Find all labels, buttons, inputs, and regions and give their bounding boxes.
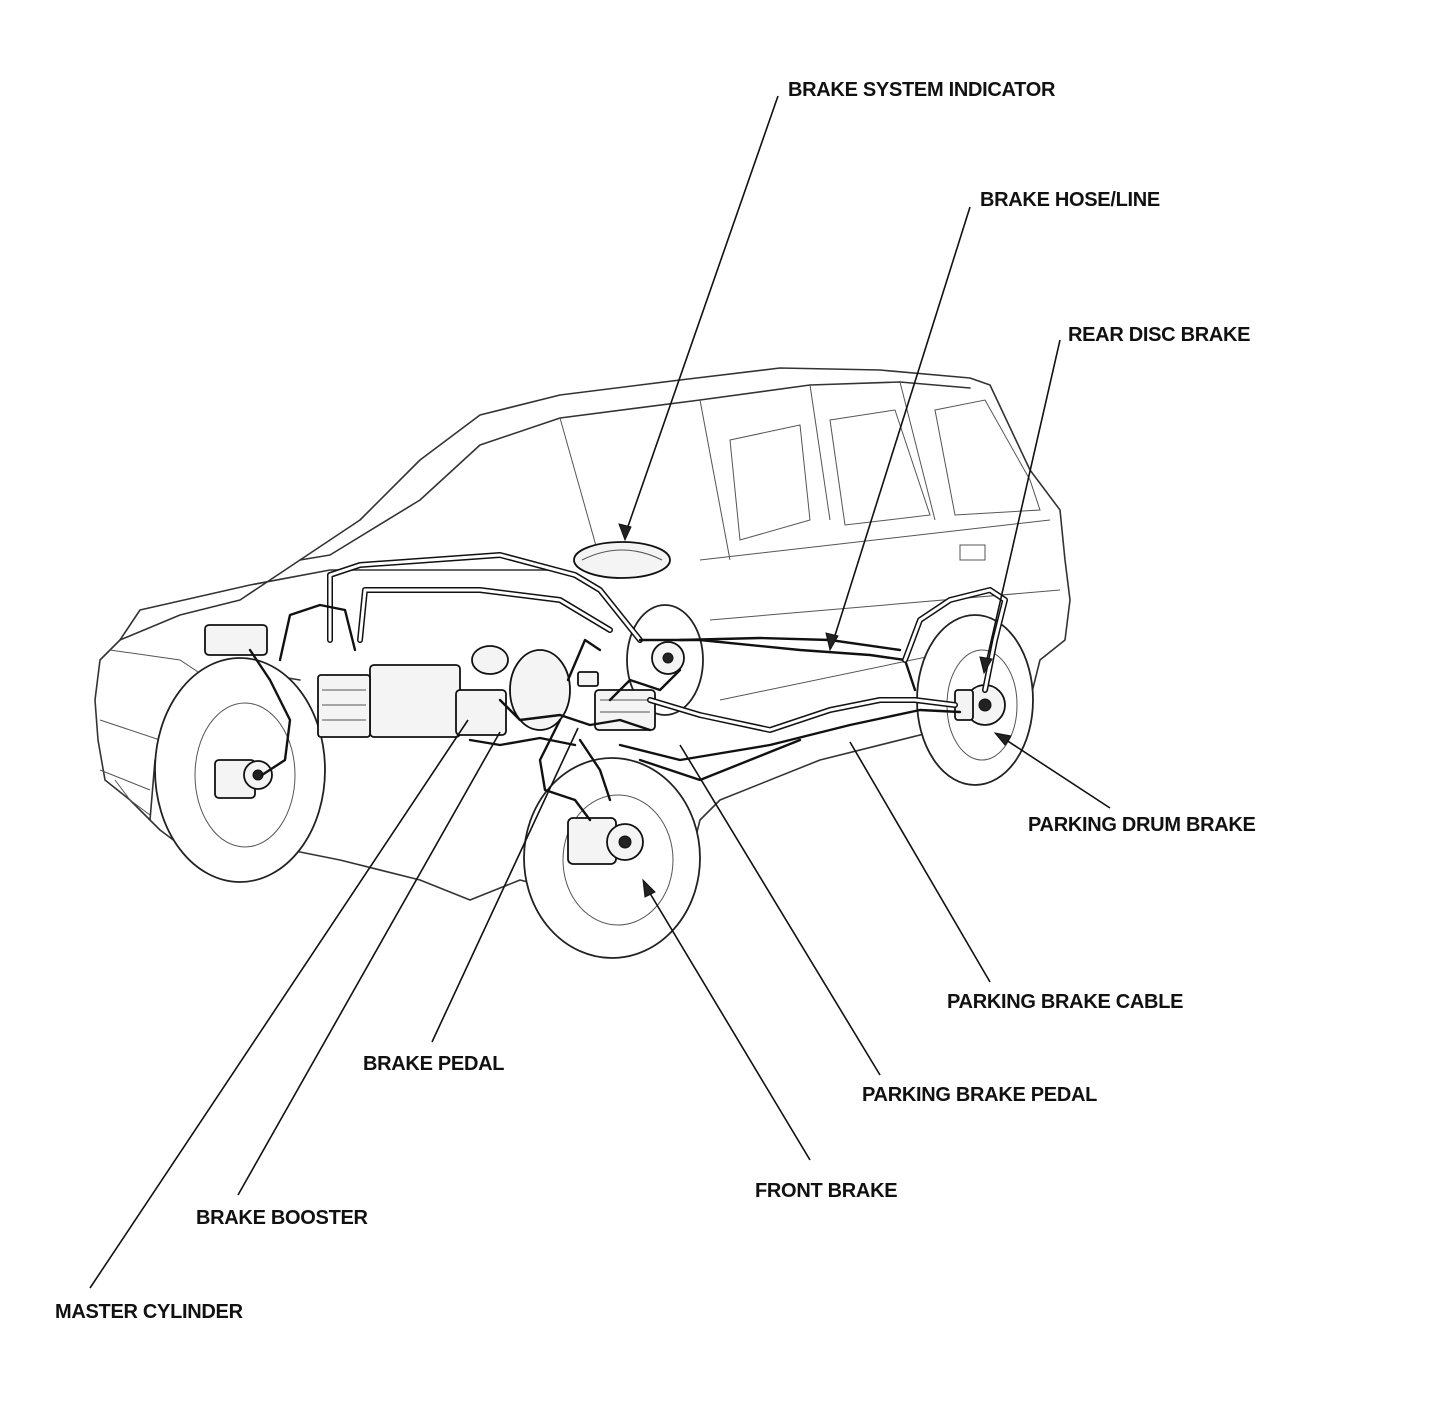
leader-brake-hose-line xyxy=(831,206,971,646)
brake-booster-unit xyxy=(509,649,571,731)
label-parking-brake-cable: PARKING BRAKE CABLE xyxy=(947,991,1183,1013)
leader-parking-drum-brake xyxy=(999,735,1111,809)
wheels xyxy=(154,604,1034,959)
leader-rear-disc-brake xyxy=(984,339,1061,669)
leader-lines xyxy=(89,95,1111,1289)
brake-lines xyxy=(248,552,1008,822)
label-brake-booster: BRAKE BOOSTER xyxy=(196,1207,369,1229)
label-master-cylinder: MASTER CYLINDER xyxy=(55,1301,244,1323)
brake-components xyxy=(204,541,1006,865)
label-brake-pedal: BRAKE PEDAL xyxy=(363,1053,504,1075)
battery xyxy=(369,664,461,738)
leader-parking-brake-cable xyxy=(849,741,991,983)
labels: BRAKE SYSTEM INDICATOR BRAKE HOSE/LINE R… xyxy=(55,79,1256,1323)
leader-parking-brake-pedal xyxy=(679,744,881,1076)
label-parking-drum-brake: PARKING DRUM BRAKE xyxy=(1028,814,1256,836)
master-cylinder-unit xyxy=(455,689,507,736)
leader-brake-pedal xyxy=(431,727,579,1043)
label-brake-system-indicator: BRAKE SYSTEM INDICATOR xyxy=(788,79,1056,101)
label-front-brake: FRONT BRAKE xyxy=(755,1180,897,1202)
leader-brake-system-indicator xyxy=(624,95,779,536)
label-brake-hose-line: BRAKE HOSE/LINE xyxy=(980,189,1160,211)
instrument-cluster xyxy=(573,541,671,579)
abs-modulator xyxy=(594,689,656,731)
arrow-brake-system-indicator xyxy=(618,523,632,542)
label-rear-disc-brake: REAR DISC BRAKE xyxy=(1068,324,1250,346)
leader-front-brake xyxy=(644,884,811,1161)
label-parking-brake-pedal: PARKING BRAKE PEDAL xyxy=(862,1084,1097,1106)
reservoir-box xyxy=(204,624,268,656)
brake-pedal-arm xyxy=(566,638,602,682)
leader-brake-booster xyxy=(237,731,501,1196)
leader-master-cylinder xyxy=(89,719,469,1289)
fuse-box xyxy=(317,674,371,738)
master-cylinder-reservoir xyxy=(471,645,509,675)
